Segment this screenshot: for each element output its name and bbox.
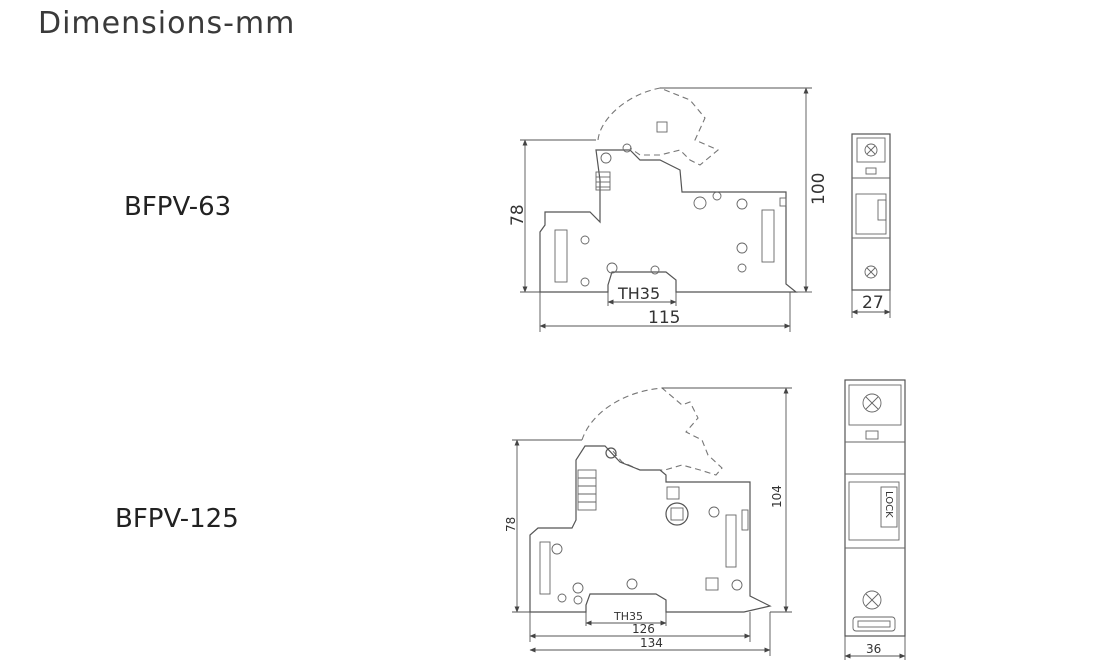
bfpv-63-right-slot	[761, 209, 775, 263]
bfpv-63-pivot-screw	[600, 152, 612, 164]
bfpv-125-rail-label: TH35	[613, 610, 643, 623]
bfpv-63-front-view: 27	[851, 133, 891, 318]
bfpv-125-right-slot	[725, 514, 737, 568]
bfpv-63-open-handle-outline	[597, 87, 720, 166]
bfpv-125-dim-104: 104	[770, 485, 784, 508]
bfpv-125-clip	[577, 469, 597, 511]
bfpv-125-dim-126: 126	[632, 622, 655, 636]
bfpv-63-clip	[595, 171, 611, 191]
bfpv-125-dim-78: 78	[504, 517, 518, 532]
bfpv-63-side-view: 78 100 TH35 115	[508, 87, 829, 332]
bfpv-125-pivot-screw	[605, 447, 617, 459]
bfpv-125-lock-label: LOCK	[883, 491, 894, 518]
bfpv-63-body-outline	[539, 149, 798, 293]
bfpv-125-dim-36: 36	[866, 642, 881, 656]
page-title: Dimensions-mm	[38, 6, 296, 41]
bfpv-125-main-screw	[665, 502, 689, 526]
model-label-bfpv-63: BFPV-63	[124, 192, 232, 222]
bfpv-63-dim-78: 78	[508, 204, 528, 226]
bfpv-125-body-outline	[529, 445, 772, 613]
bfpv-125-side-view: 78 104 TH35 126 134	[504, 387, 792, 656]
bfpv-125-left-slot	[539, 541, 551, 595]
bfpv-125-front-view: LOCK 36	[844, 379, 906, 660]
bfpv-63-rail-label: TH35	[617, 284, 660, 303]
bfpv-125-open-handle-outline	[581, 387, 723, 476]
bfpv-63-dim-115: 115	[648, 308, 680, 328]
model-label-bfpv-125: BFPV-125	[115, 504, 239, 534]
bfpv-63-dim-27: 27	[862, 293, 884, 313]
bfpv-125-dim-134: 134	[640, 636, 663, 650]
bfpv-63-dim-100: 100	[809, 173, 829, 205]
bfpv-63-left-slot	[554, 229, 568, 283]
bfpv-63-screw	[693, 196, 707, 210]
